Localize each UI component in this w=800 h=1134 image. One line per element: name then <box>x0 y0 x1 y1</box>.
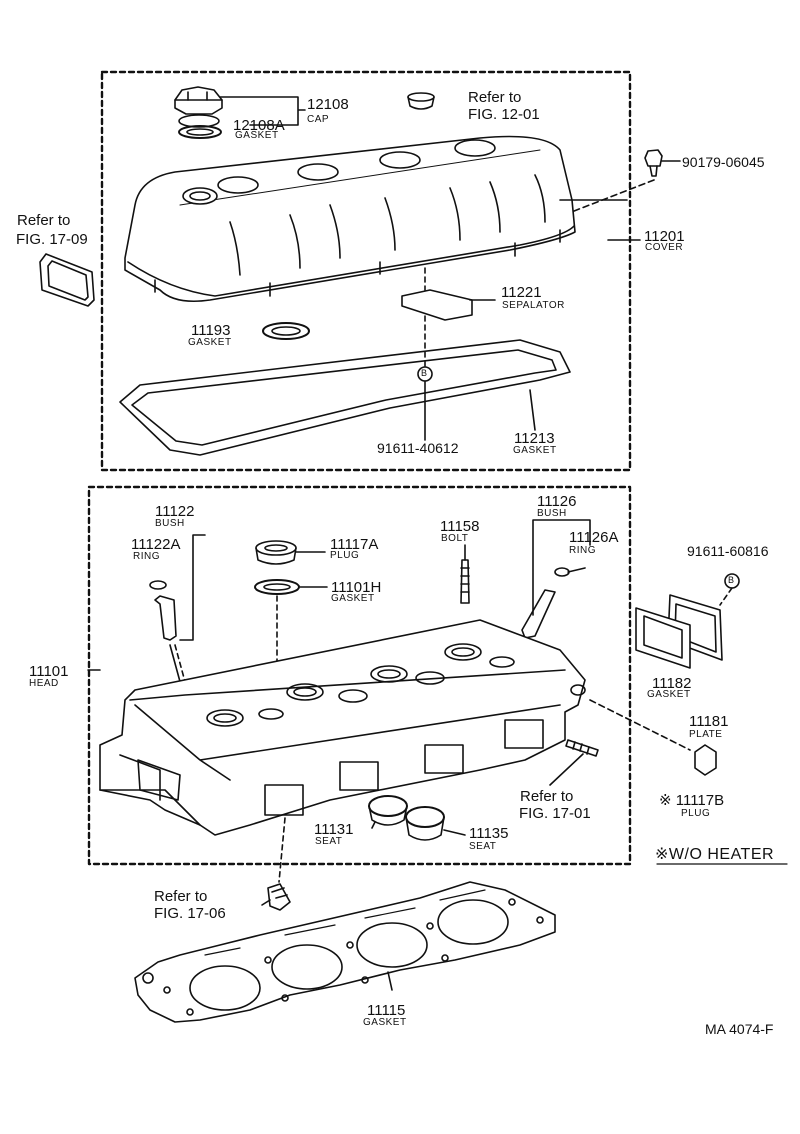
part-number-11181: 11181 <box>689 713 729 730</box>
part-name-11115: GASKET <box>363 1017 407 1028</box>
separator-plate <box>401 289 473 321</box>
part-number-11201: 11201 <box>644 228 685 245</box>
lower-group-frame <box>87 485 632 866</box>
ref-17-09-line2: FIG. 17-09 <box>16 231 88 248</box>
cap-leader <box>219 96 306 126</box>
part-name-12108: CAP <box>307 114 330 125</box>
part-name-11221: SEPALATOR <box>502 300 565 311</box>
ref-17-09-line1: Refer to <box>17 212 71 229</box>
part-number-11122a: 11122A <box>131 536 181 553</box>
part-number-11158: 11158 <box>440 518 480 535</box>
part-name-11193: GASKET <box>188 337 232 348</box>
part-name-11101: HEAD <box>29 678 59 689</box>
diagram-code: MA 4074-F <box>705 1021 774 1037</box>
part-number-11193: 11193 <box>191 322 231 339</box>
plate-to-head <box>589 699 691 751</box>
part-name-11181: PLATE <box>689 729 723 740</box>
valve-seat-11131 <box>368 795 408 826</box>
head-plug-b <box>694 744 717 776</box>
part-name-11135: SEAT <box>469 841 497 852</box>
cylinder-head-cover <box>124 135 576 303</box>
part-number-11135: 11135 <box>469 825 509 842</box>
ref-17-01-line2: FIG. 17-01 <box>519 805 591 822</box>
plug-gasket-h <box>254 579 300 595</box>
plate-screw-leader <box>719 587 733 606</box>
head-cover-gasket-leader <box>529 389 536 431</box>
ref-12-01-line1: Refer to <box>468 89 522 106</box>
bush-right-leader <box>532 519 591 616</box>
part-number-11213: 11213 <box>514 430 555 447</box>
part-number-11101h: 11101H <box>331 579 382 596</box>
part-name-12108a: GASKET <box>235 130 279 141</box>
part-number-11182: 11182 <box>652 675 692 692</box>
part-number-11126: 11126 <box>537 493 577 510</box>
part-number-91611-40612: 91611-40612 <box>377 440 459 456</box>
part-name-11213: GASKET <box>513 445 557 456</box>
part-number-11117b: ※ 11117B <box>659 792 725 809</box>
stud-bolt-side <box>565 739 599 757</box>
part-name-11122a: RING <box>133 551 160 562</box>
part-name-11101h: GASKET <box>331 593 375 604</box>
part-name-11122: BUSH <box>155 518 185 529</box>
head-to-fitting <box>278 817 286 883</box>
part-number-11126a: 11126A <box>569 529 619 546</box>
note-without-heater: ※W/O HEATER <box>655 846 775 863</box>
part-number-91611-60816: 91611-60816 <box>687 543 769 559</box>
part-number-11221: 11221 <box>501 284 542 301</box>
breather-plug <box>407 92 435 110</box>
part-name-11117a: PLUG <box>330 550 360 561</box>
ref-17-01-line1: Refer to <box>520 788 574 805</box>
cover-leader <box>559 199 641 241</box>
cap-gasket <box>178 125 222 139</box>
stud-bolt <box>460 559 470 604</box>
cylinder-head <box>99 619 586 836</box>
stud-side-leader <box>549 753 584 786</box>
ref-17-06-line2: FIG. 17-06 <box>154 905 226 922</box>
part-number-11131: 11131 <box>314 821 354 838</box>
part-number-90179: 90179-06045 <box>682 154 765 170</box>
head-plug-a <box>255 540 297 565</box>
seat-11131-leader <box>371 821 376 829</box>
part-number-12108: 12108 <box>307 96 349 113</box>
head-cover-gasket <box>119 339 571 456</box>
head-gasket-leader <box>387 971 393 991</box>
cover-bolt <box>644 149 663 177</box>
marker-b-upper-label: B <box>421 368 428 378</box>
part-name-11131: SEAT <box>315 836 343 847</box>
part-name-11182: GASKET <box>647 689 691 700</box>
valve-seat-11135 <box>405 806 445 841</box>
ref-gasket-17-09 <box>39 253 95 307</box>
part-number-11117a: 11117A <box>330 536 379 553</box>
part-number-12108a: 12108A <box>233 117 285 134</box>
cylinder-head-gasket <box>134 881 556 1023</box>
ref-12-01-line2: FIG. 12-01 <box>468 106 540 123</box>
part-name-11201: COVER <box>645 242 684 253</box>
part-number-11115: 11115 <box>367 1002 406 1019</box>
part-number-11122: 11122 <box>155 503 195 520</box>
upper-group-frame <box>100 70 632 472</box>
valve-guide-bush-right <box>521 567 570 639</box>
part-number-11101: 11101 <box>29 663 69 680</box>
water-outlet-gasket <box>635 607 691 669</box>
fitting-17-06 <box>267 883 291 911</box>
marker-b-lower <box>724 573 740 589</box>
valve-guide-bush-left <box>149 580 177 641</box>
part-name-11117b: PLUG <box>681 808 711 819</box>
oil-filler-cap <box>174 86 223 128</box>
part-name-11126: BUSH <box>537 508 567 519</box>
part-name-11158: BOLT <box>441 533 469 544</box>
spark-plug-tube-gasket <box>262 322 310 340</box>
fitting-leader <box>261 899 271 906</box>
seat-11135-leader <box>443 829 466 836</box>
bolt-to-cover <box>555 179 655 219</box>
ref-17-06-line1: Refer to <box>154 888 208 905</box>
marker-b-lower-label: B <box>728 575 735 585</box>
part-name-11126a: RING <box>569 545 596 556</box>
